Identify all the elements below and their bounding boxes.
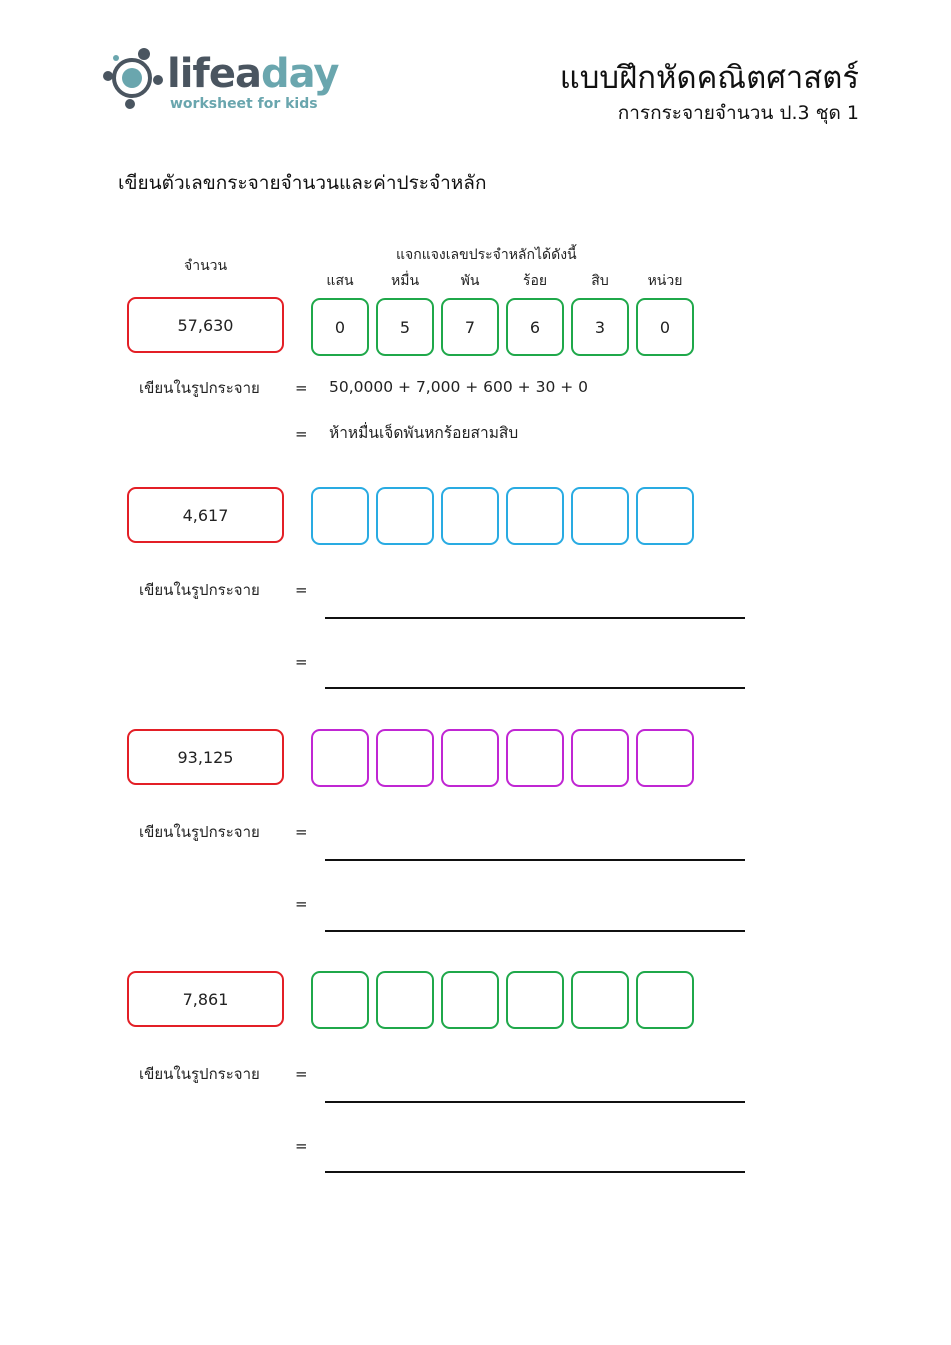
place-header-ones: หน่วย	[647, 273, 683, 289]
expanded-form-label: เขียนในรูปกระจาย	[139, 581, 260, 599]
digit-row	[311, 729, 694, 787]
number-box: 4,617	[127, 487, 284, 543]
logo-tagline: worksheet for kids	[170, 96, 318, 112]
digit-box[interactable]: 0	[311, 298, 369, 356]
number-box: 93,125	[127, 729, 284, 785]
equals-sign: =	[295, 425, 308, 443]
digit-box[interactable]	[636, 487, 694, 545]
digit-box[interactable]: 7	[441, 298, 499, 356]
digit-box[interactable]	[571, 487, 629, 545]
digit-box[interactable]	[506, 487, 564, 545]
place-header-hundred-thousands: แสน	[326, 273, 354, 289]
digit-box[interactable]	[376, 729, 434, 787]
instruction-text: เขียนตัวเลขกระจายจำนวนและค่าประจำหลัก	[118, 172, 487, 194]
expanded-form-label: เขียนในรูปกระจาย	[139, 823, 260, 841]
digit-box[interactable]: 0	[636, 298, 694, 356]
answer-line[interactable]	[325, 859, 745, 861]
answer-line[interactable]	[325, 930, 745, 932]
expanded-form-answer: 50,0000 + 7,000 + 600 + 30 + 0	[329, 378, 589, 396]
answer-line[interactable]	[325, 617, 745, 619]
logo-wordmark: lifeaday	[167, 51, 339, 97]
digit-box[interactable]: 5	[376, 298, 434, 356]
place-header-thousands: พัน	[460, 273, 480, 289]
place-header-hundreds: ร้อย	[522, 273, 548, 289]
digit-row: 0 5 7 6 3 0	[311, 298, 694, 356]
equals-sign: =	[295, 379, 308, 397]
digit-box[interactable]	[441, 487, 499, 545]
digit-box[interactable]	[506, 971, 564, 1029]
digit-box[interactable]	[311, 487, 369, 545]
number-box: 7,861	[127, 971, 284, 1027]
place-header-ten-thousands: หมื่น	[390, 273, 420, 289]
digit-box[interactable]: 6	[506, 298, 564, 356]
answer-line[interactable]	[325, 1101, 745, 1103]
worksheet-subtitle: การกระจายจำนวน ป.3 ชุด 1	[617, 102, 859, 124]
digit-box[interactable]	[441, 971, 499, 1029]
worksheet-title: แบบฝึกหัดคณิตศาสตร์	[559, 60, 859, 96]
digit-box[interactable]	[636, 971, 694, 1029]
expanded-form-label: เขียนในรูปกระจาย	[139, 379, 260, 397]
equals-sign: =	[295, 823, 308, 841]
digit-box[interactable]: 3	[571, 298, 629, 356]
digit-row	[311, 487, 694, 545]
digit-box[interactable]	[571, 971, 629, 1029]
digit-box[interactable]	[506, 729, 564, 787]
answer-line[interactable]	[325, 687, 745, 689]
digit-box[interactable]	[441, 729, 499, 787]
digit-box[interactable]	[376, 971, 434, 1029]
number-box: 57,630	[127, 297, 284, 353]
expanded-form-label: เขียนในรูปกระจาย	[139, 1065, 260, 1083]
equals-sign: =	[295, 1065, 308, 1083]
digit-row	[311, 971, 694, 1029]
digit-box[interactable]	[311, 971, 369, 1029]
answer-line[interactable]	[325, 1171, 745, 1173]
number-in-words-answer: ห้าหมื่นเจ็ดพันหกร้อยสามสิบ	[329, 424, 519, 442]
place-value-headers: แสน หมื่น พัน ร้อย สิบ หน่วย	[311, 272, 694, 290]
number-column-label: จำนวน	[184, 258, 228, 274]
equals-sign: =	[295, 581, 308, 599]
digit-box[interactable]	[636, 729, 694, 787]
digit-box[interactable]	[571, 729, 629, 787]
equals-sign: =	[295, 653, 308, 671]
logo-word-part1: lifea	[167, 51, 262, 97]
molecule-logo-icon	[103, 48, 163, 109]
digit-box[interactable]	[311, 729, 369, 787]
equals-sign: =	[295, 895, 308, 913]
equals-sign: =	[295, 1137, 308, 1155]
places-column-label: แจกแจงเลขประจำหลักได้ดังนี้	[396, 247, 577, 263]
place-header-tens: สิบ	[591, 273, 609, 289]
logo-word-part2: day	[260, 51, 339, 97]
digit-box[interactable]	[376, 487, 434, 545]
